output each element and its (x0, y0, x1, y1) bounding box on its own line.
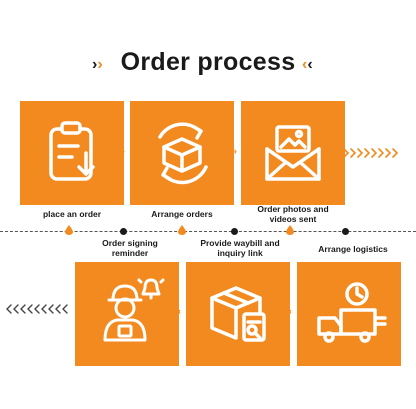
package-document-icon (210, 286, 266, 342)
step-label-signing-reminder-line2: reminder (111, 248, 149, 258)
title-right-chevrons: ‹‹ (302, 56, 313, 73)
step-label-waybill: Provide waybill and inquiry link (180, 238, 300, 258)
envelope-photo-icon (265, 125, 321, 181)
delivery-truck-clock-icon (317, 282, 387, 343)
timeline-marker-1 (65, 225, 73, 235)
flow-arrow-3: « (176, 306, 181, 316)
timeline-marker-2 (178, 225, 186, 235)
timeline-dot-1 (120, 228, 127, 235)
step-label-place-order: place an order (42, 209, 102, 219)
step-card-place-order (20, 101, 124, 205)
flow-arrow-4: « (287, 306, 292, 316)
timeline-dot-3 (342, 228, 349, 235)
step-label-signing-reminder: Order signing reminder (80, 238, 180, 258)
timeline-dot-2 (231, 228, 238, 235)
stream-arrows-left (6, 304, 68, 314)
box-refresh-icon (158, 122, 208, 185)
step-label-photos-sent-line2: videos sent (269, 214, 317, 224)
step-card-signing-reminder (75, 262, 179, 366)
title-left-chevrons: ›› (92, 56, 103, 73)
step-label-photos-sent-line1: Order photos and (257, 204, 329, 214)
step-label-waybill-line2: inquiry link (217, 248, 263, 258)
page-title: Order process (120, 48, 296, 76)
step-card-arrange-logistics (297, 262, 401, 366)
clipboard-download-icon (49, 121, 95, 181)
step-card-arrange-orders (130, 101, 234, 205)
flow-arrow-1: » (120, 146, 125, 156)
stream-arrows-right (343, 148, 399, 158)
step-label-signing-reminder-line1: Order signing (102, 238, 158, 248)
step-label-waybill-line1: Provide waybill and (200, 238, 280, 248)
flow-arrow-2: » (232, 146, 237, 156)
timeline-dashed-line (0, 231, 416, 232)
step-card-photos-sent (241, 101, 345, 205)
step-label-arrange-orders: Arrange orders (151, 209, 213, 219)
timeline-marker-3 (286, 225, 294, 235)
step-label-photos-sent: Order photos and videos sent (236, 204, 350, 224)
title-row: ›› Order process ‹‹ (0, 44, 416, 84)
courier-bell-icon (103, 278, 165, 342)
step-label-arrange-logistics: Arrange logistics (318, 244, 388, 254)
step-card-waybill (186, 262, 290, 366)
